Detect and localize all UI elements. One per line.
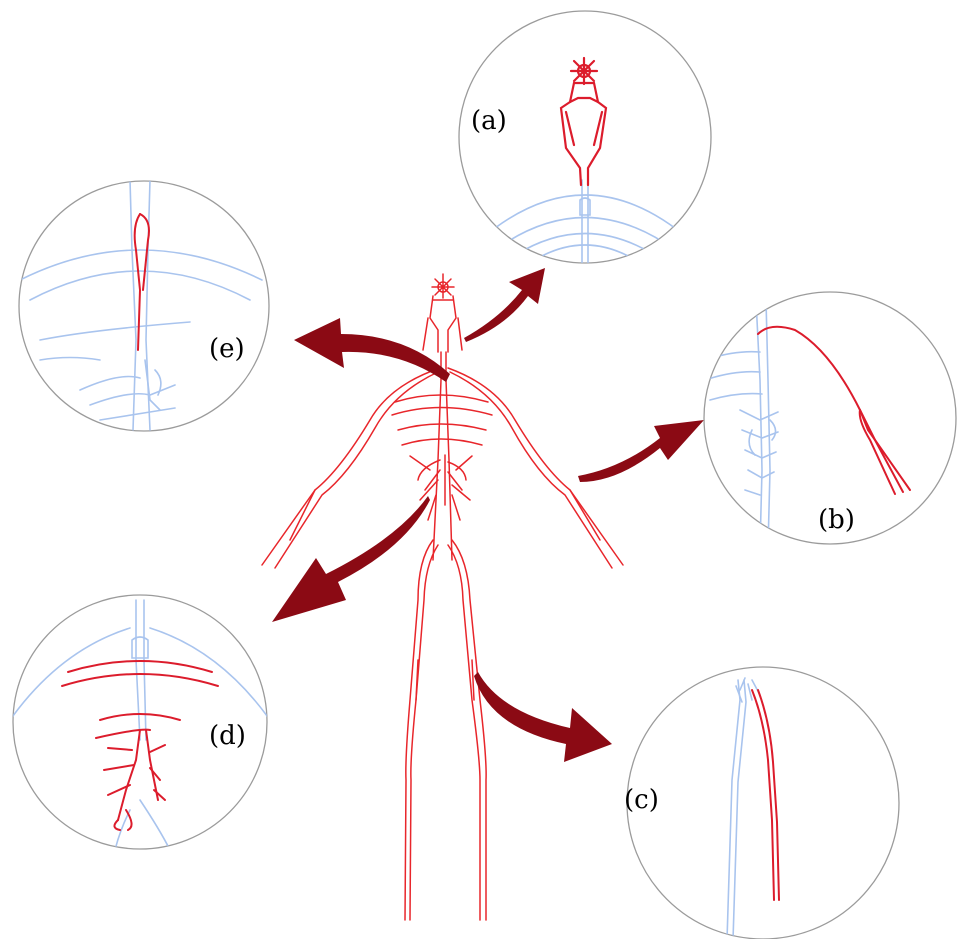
panel-b: (b)	[704, 292, 956, 548]
panel-c-label: (c)	[624, 785, 659, 815]
panel-a: (a)	[459, 11, 711, 270]
panel-a-label: (a)	[471, 106, 507, 136]
panel-b-label: (b)	[818, 505, 855, 535]
panel-d: (d)	[10, 595, 270, 850]
arrow-to-panel-a	[464, 268, 545, 342]
panel-e-label: (e)	[209, 334, 245, 364]
arrows	[272, 268, 704, 762]
panel-e: (e)	[19, 180, 269, 431]
arrow-to-panel-c	[474, 672, 612, 762]
arrow-to-panel-d	[272, 496, 430, 622]
panel-c: (c)	[624, 667, 899, 939]
panel-a-ring	[459, 11, 711, 263]
panel-d-label: (d)	[209, 721, 246, 751]
arrow-to-panel-b	[578, 420, 704, 482]
